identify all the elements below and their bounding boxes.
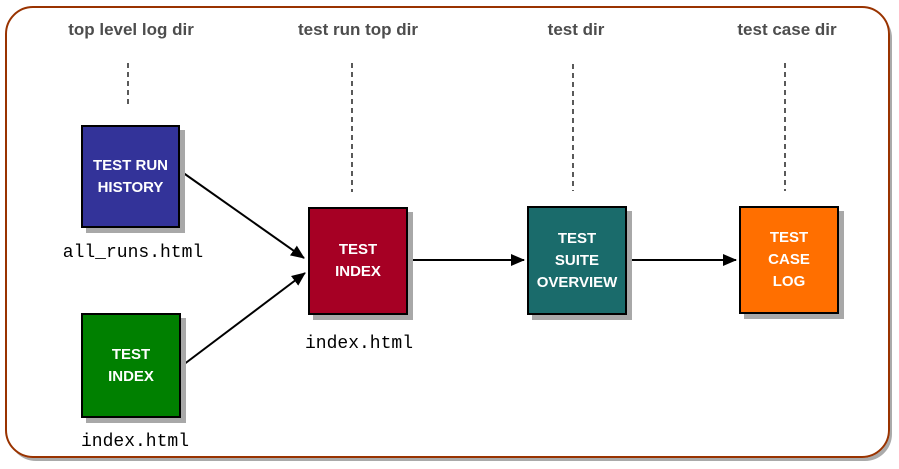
node-label: TEST RUN HISTORY <box>93 156 168 196</box>
column-header-test-case-dir: test case dir <box>737 20 837 39</box>
flow-arrows <box>181 171 737 366</box>
node-label: TEST SUITE OVERVIEW <box>536 229 618 291</box>
node-label: TEST INDEX <box>335 241 381 280</box>
file-label-index-run: index.html <box>304 334 414 354</box>
node-test-index-top: TEST INDEX <box>81 313 181 418</box>
column-header-test-run-top-dir: test run top dir <box>298 20 418 39</box>
diagram-frame <box>5 6 890 458</box>
arrow-history-to-index <box>181 171 305 259</box>
node-test-case-log: TEST CASE LOG <box>739 206 839 314</box>
arrow-topindex-to-index <box>182 272 306 366</box>
node-label: TEST CASE LOG <box>768 229 810 290</box>
column-header-top-level-log-dir: top level log dir <box>68 20 194 39</box>
file-label-all-runs: all_runs.html <box>62 243 204 263</box>
node-test-index-run: TEST INDEX <box>308 207 408 315</box>
node-test-suite-overview: TEST SUITE OVERVIEW <box>527 206 627 315</box>
column-dashed-lines <box>127 63 786 192</box>
file-label-index-top: index.html <box>80 432 190 452</box>
column-header-test-dir: test dir <box>547 20 605 39</box>
node-test-run-history: TEST RUN HISTORY <box>81 125 180 228</box>
node-label: TEST INDEX <box>108 345 154 385</box>
